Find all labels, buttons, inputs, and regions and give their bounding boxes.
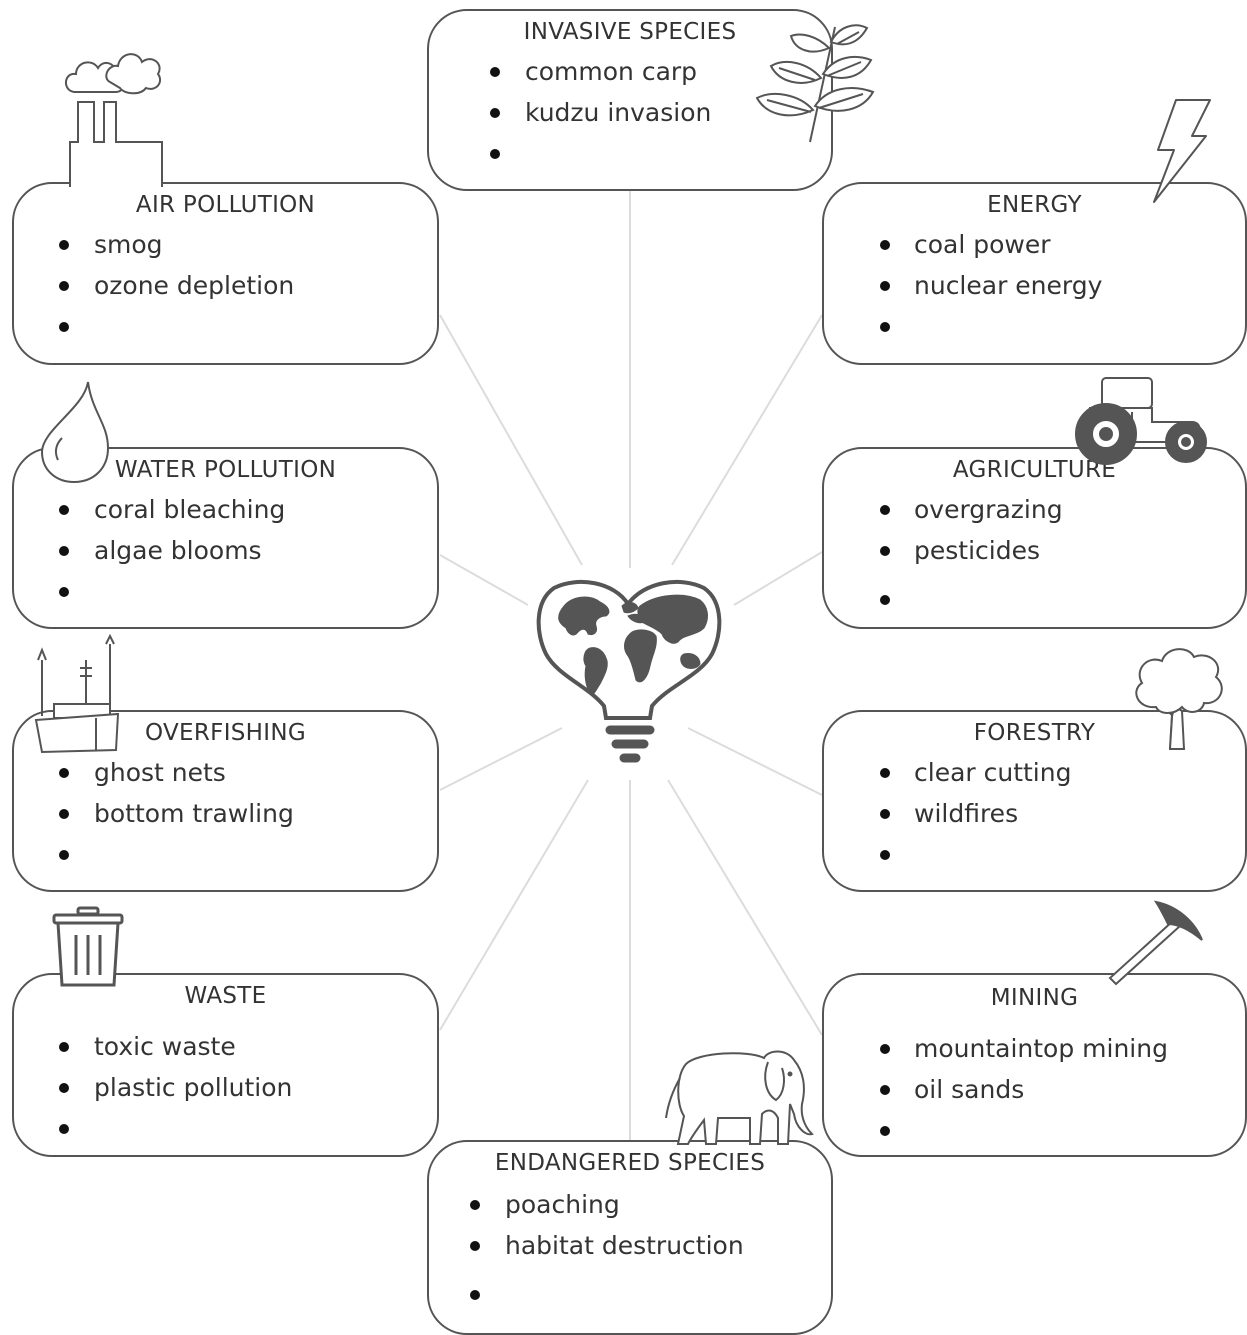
list-item: [824, 834, 1245, 875]
list-item: clear cutting: [824, 752, 1245, 793]
list-item: [824, 306, 1245, 347]
tractor-icon: [1075, 377, 1207, 465]
topic-list: poaching habitat destruction: [429, 1184, 831, 1315]
topic-list: common carp kudzu invasion: [429, 51, 831, 174]
list-item: [429, 133, 831, 174]
list-item: coral bleaching: [14, 489, 437, 530]
connector-energy: [671, 314, 823, 566]
topic-list: smog ozone depletion: [14, 224, 437, 347]
list-item: [824, 579, 1245, 620]
topic-title: WASTE: [184, 983, 267, 1009]
connector-waste: [439, 779, 589, 1031]
topic-title: OVERFISHING: [145, 720, 306, 746]
list-item: kudzu invasion: [429, 92, 831, 133]
list-item: wildfires: [824, 793, 1245, 834]
topic-title: INVASIVE SPECIES: [523, 19, 737, 45]
list-item: [429, 1274, 831, 1315]
connector-overfishing: [439, 727, 563, 791]
list-item: overgrazing: [824, 489, 1245, 530]
topic-air-pollution: AIR POLLUTION smog ozone depletion: [12, 182, 439, 365]
topic-title: MINING: [990, 985, 1079, 1011]
topic-list: coral bleaching algae blooms: [14, 489, 437, 612]
connector-mining: [667, 779, 823, 1036]
list-item: nuclear energy: [824, 265, 1245, 306]
connector-air: [439, 314, 583, 566]
topic-list: overgrazing pesticides: [824, 489, 1245, 620]
topic-title: ENERGY: [987, 192, 1082, 218]
tree-icon: [1135, 648, 1223, 750]
topic-title: ENDANGERED SPECIES: [494, 1150, 766, 1176]
list-item: [14, 571, 437, 612]
list-item: habitat destruction: [429, 1225, 831, 1266]
topic-list: coal power nuclear energy: [824, 224, 1245, 347]
heart-globe-lightbulb-icon: [536, 580, 722, 763]
list-item: ozone depletion: [14, 265, 437, 306]
connector-agriculture: [733, 551, 823, 606]
list-item: common carp: [429, 51, 831, 92]
list-item: [14, 1108, 437, 1149]
list-item: mountaintop mining: [824, 1028, 1245, 1069]
topic-list: toxic waste plastic pollution: [14, 1026, 437, 1149]
pickaxe-icon: [1108, 900, 1203, 986]
elephant-icon: [665, 1050, 814, 1145]
list-item: pesticides: [824, 530, 1245, 571]
list-item: poaching: [429, 1184, 831, 1225]
topic-mining: MINING mountaintop mining oil sands: [822, 973, 1247, 1157]
topic-title: AIR POLLUTION: [135, 192, 316, 218]
list-item: coal power: [824, 224, 1245, 265]
list-item: ghost nets: [14, 752, 437, 793]
topic-title: FORESTRY: [973, 720, 1096, 746]
list-item: toxic waste: [14, 1026, 437, 1067]
list-item: plastic pollution: [14, 1067, 437, 1108]
fishing-boat-icon: [34, 634, 120, 754]
list-item: [824, 1110, 1245, 1151]
topic-list: clear cutting wildfires: [824, 752, 1245, 875]
factory-smoke-icon: [65, 53, 163, 187]
topic-title: WATER POLLUTION: [114, 457, 337, 483]
topic-list: ghost nets bottom trawling: [14, 752, 437, 875]
connector-forestry: [687, 727, 823, 796]
list-item: bottom trawling: [14, 793, 437, 834]
leaf-branch-icon: [755, 24, 875, 143]
topic-title: AGRICULTURE: [952, 457, 1117, 483]
topic-agriculture: AGRICULTURE overgrazing pesticides: [822, 447, 1247, 629]
list-item: algae blooms: [14, 530, 437, 571]
topic-endangered-species: ENDANGERED SPECIES poaching habitat dest…: [427, 1140, 833, 1335]
lightning-bolt-icon: [1153, 99, 1211, 203]
list-item: [14, 834, 437, 875]
list-item: smog: [14, 224, 437, 265]
topic-list: mountaintop mining oil sands: [824, 1028, 1245, 1151]
topic-energy: ENERGY coal power nuclear energy: [822, 182, 1247, 365]
trash-can-icon: [52, 906, 124, 987]
topic-waste: WASTE toxic waste plastic pollution: [12, 973, 439, 1157]
list-item: [14, 306, 437, 347]
connector-water: [439, 554, 529, 606]
water-drop-icon: [40, 381, 110, 484]
list-item: oil sands: [824, 1069, 1245, 1110]
